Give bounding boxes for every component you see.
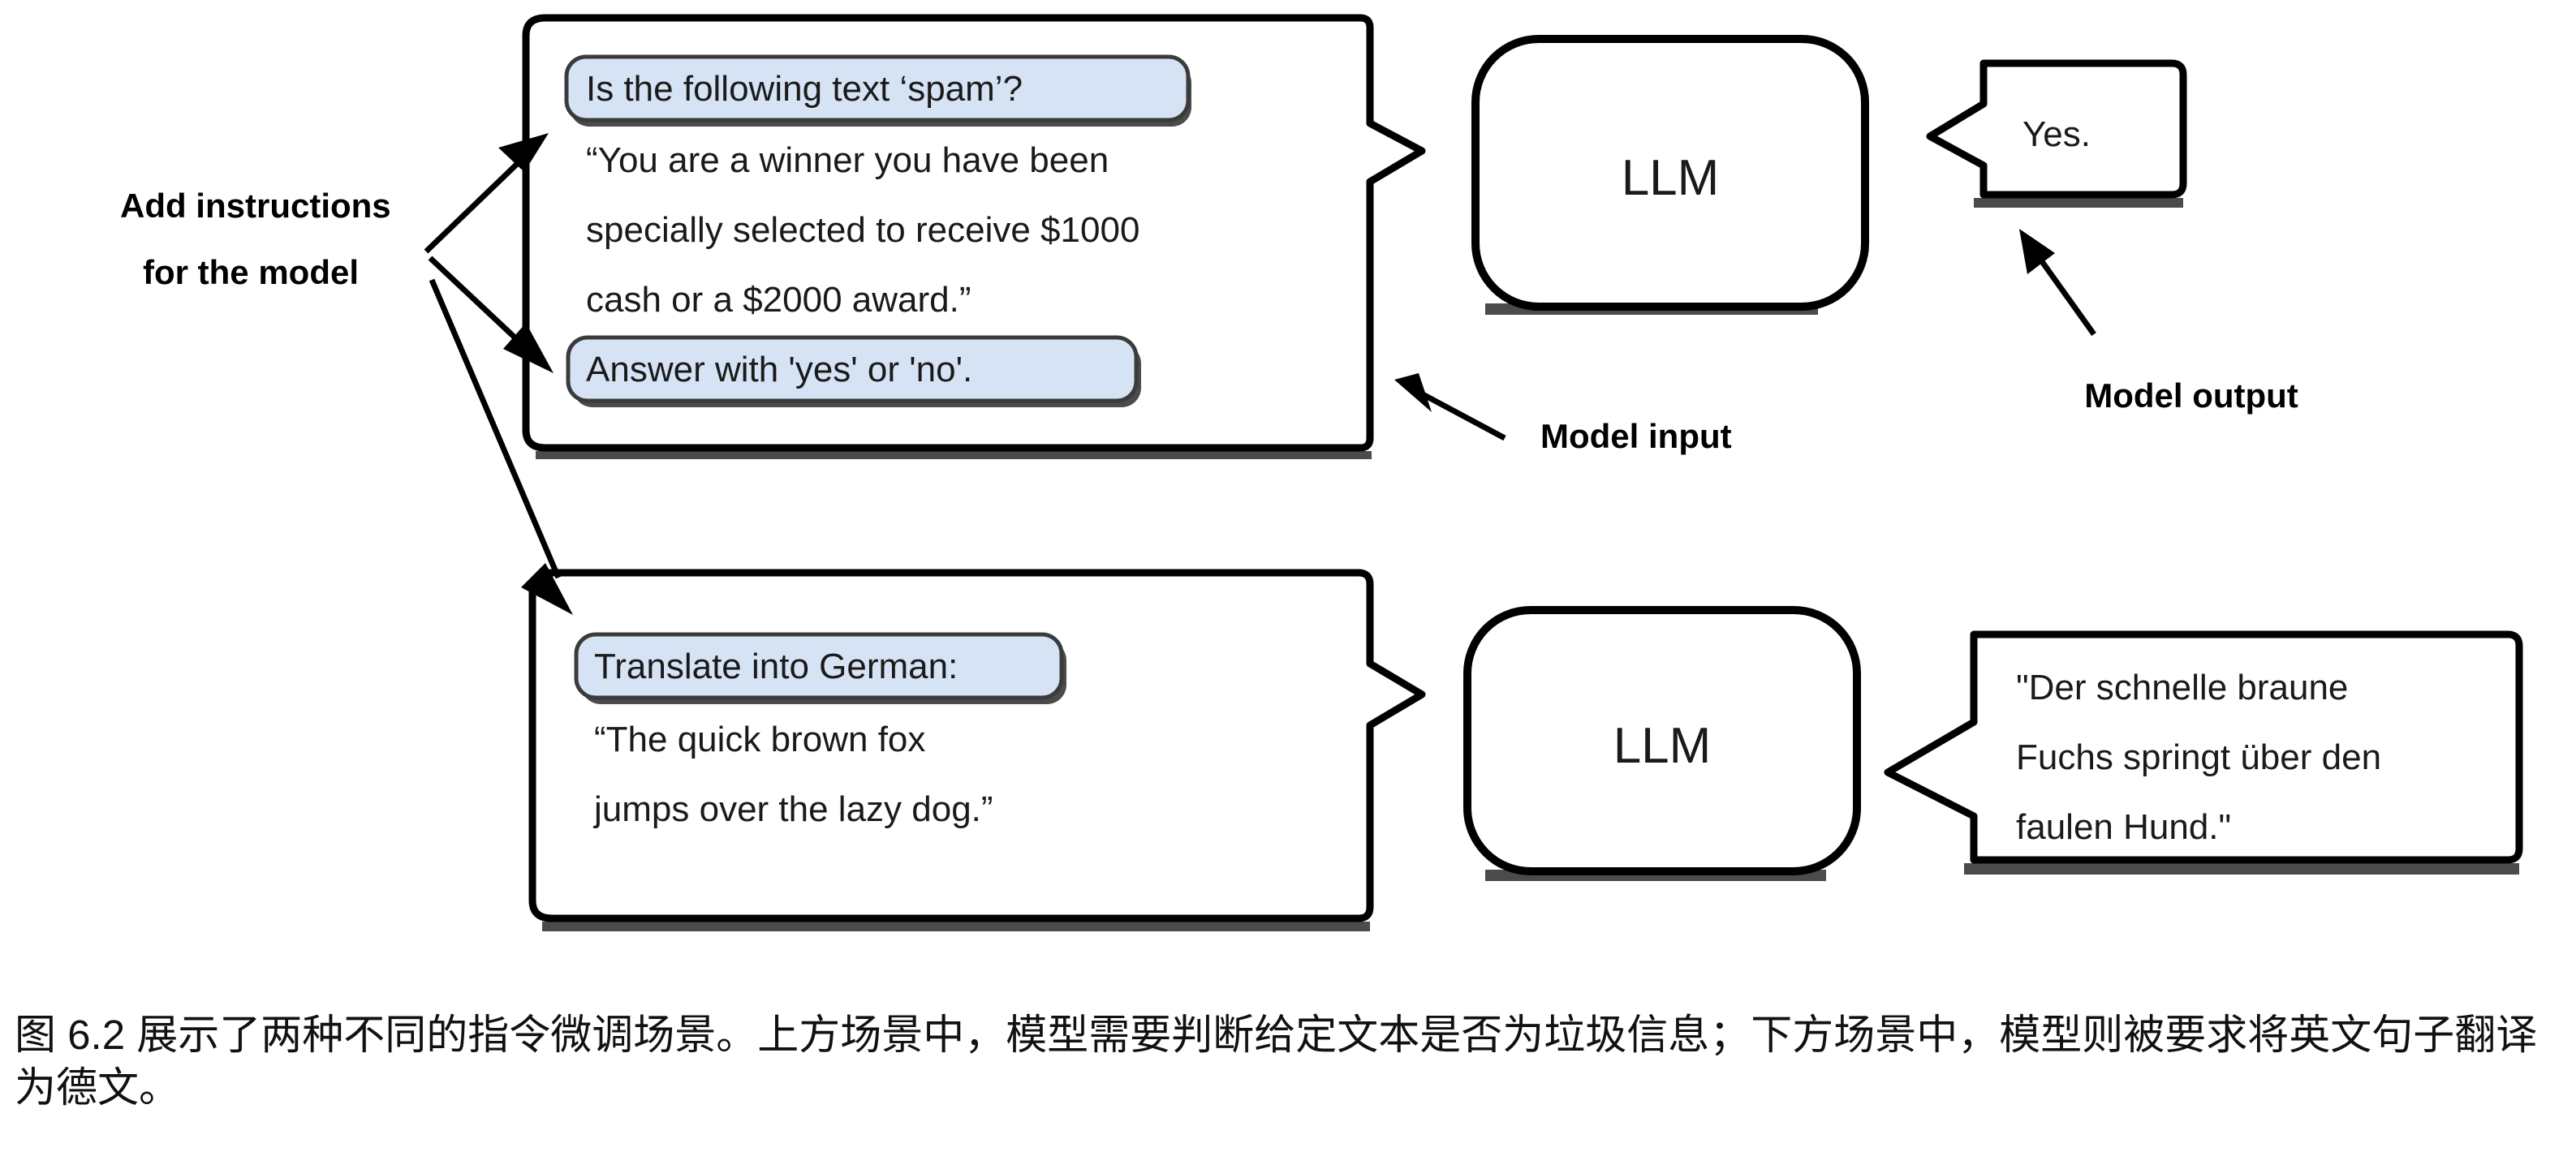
input-content-line-2: specially selected to receive $1000 bbox=[586, 210, 1139, 250]
caption-line-1: 图 6.2 展示了两种不同的指令微调场景。上方场景中，模型需要判断给定文本是否为… bbox=[15, 1012, 2000, 1058]
input-content-line-3: cash or a $2000 award.” bbox=[586, 280, 971, 320]
model-output-bubble-yes: Yes. bbox=[1926, 59, 2187, 208]
model-input-label: Model input bbox=[1540, 417, 1732, 455]
model-output-label: Model output bbox=[2084, 376, 2298, 415]
translate-content-line-1: “The quick brown fox bbox=[594, 720, 925, 759]
model-output-bubble-german: "Der schnelle braune Fuchs springt über … bbox=[1884, 630, 2523, 875]
input-content-line-1: “You are a winner you have been bbox=[586, 140, 1109, 180]
model-output-german-line-3: faulen Hund." bbox=[2016, 807, 2231, 847]
add-instructions-label: Add instructions for the model bbox=[120, 187, 391, 291]
llm-box-bottom: LLM bbox=[1463, 606, 1861, 881]
llm-box-top: LLM bbox=[1471, 35, 1869, 315]
answer-format-chip-text: Answer with 'yes' or 'no'. bbox=[586, 350, 972, 389]
llm-label-top: LLM bbox=[1622, 150, 1720, 206]
arrow-to-instruction-chip bbox=[424, 133, 549, 254]
model-output-german-line-2: Fuchs springt über den bbox=[2016, 737, 2381, 777]
add-instructions-line-2: for the model bbox=[143, 253, 359, 291]
figure-caption: 图 6.2 展示了两种不同的指令微调场景。上方场景中，模型需要判断给定文本是否为… bbox=[15, 1008, 2571, 1115]
translate-content-line-2: jumps over the lazy dog.” bbox=[592, 789, 993, 829]
caption-line-2: 模型则被要求将英文句子翻译为德文。 bbox=[15, 1012, 2538, 1111]
instruction-chip-translate-text: Translate into German: bbox=[594, 647, 958, 686]
model-input-annotation: Model input bbox=[1394, 373, 1732, 455]
model-output-text-yes: Yes. bbox=[2022, 114, 2091, 154]
arrow-to-answer-format-chip bbox=[428, 256, 554, 373]
add-instructions-line-1: Add instructions bbox=[120, 187, 391, 225]
instruction-chip-spam-text: Is the following text ‘spam’? bbox=[586, 69, 1023, 109]
instruction-chip-translate: Translate into German: bbox=[574, 632, 1066, 704]
instruction-chip-spam: Is the following text ‘spam’? bbox=[564, 54, 1191, 127]
llm-label-bottom: LLM bbox=[1613, 718, 1712, 774]
model-output-annotation: Model output bbox=[2019, 229, 2298, 415]
arrow-to-translate-chip bbox=[429, 278, 573, 615]
model-output-german-line-1: "Der schnelle braune bbox=[2016, 668, 2348, 707]
answer-format-chip: Answer with 'yes' or 'no'. bbox=[566, 335, 1141, 407]
